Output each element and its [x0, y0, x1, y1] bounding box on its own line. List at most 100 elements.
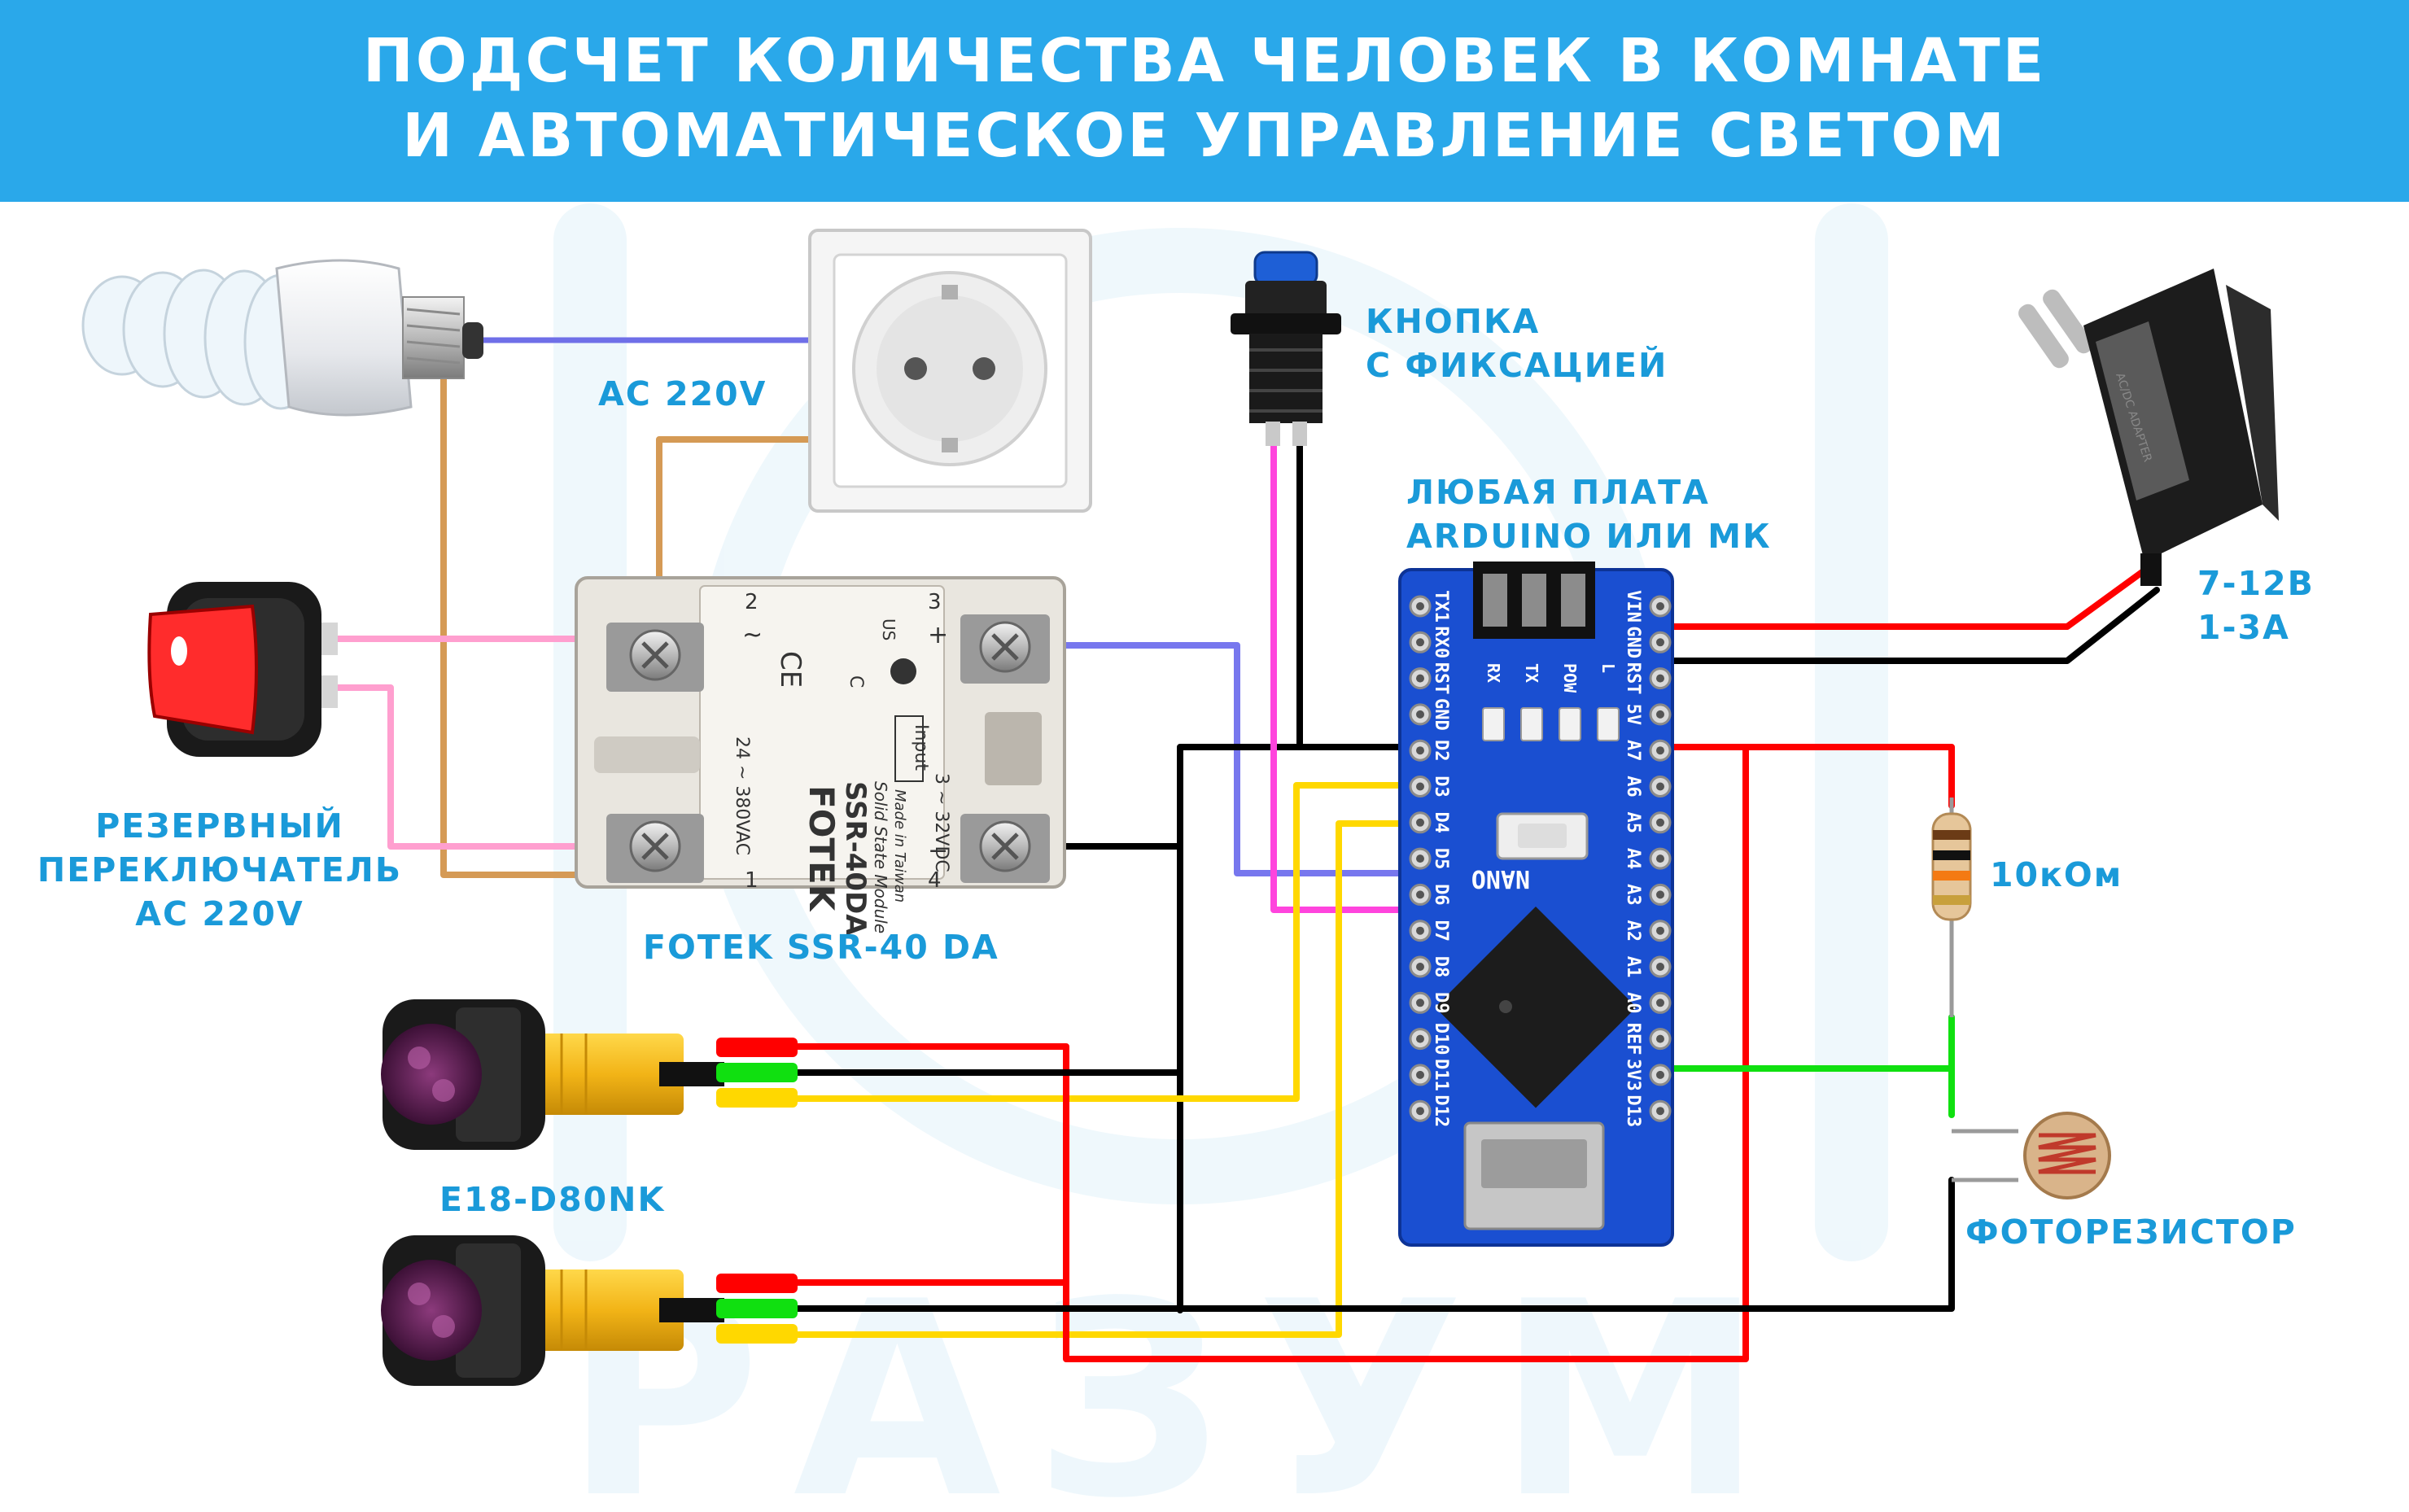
right-pin-hole-5v: [1656, 710, 1664, 719]
page-title-line-1: ПОДСЧЕТ КОЛИЧЕСТВА ЧЕЛОВЕК В КОМНАТЕ: [362, 26, 2047, 96]
relay-tilde-label: ~: [742, 621, 763, 649]
wire-button-d5: [1270, 436, 1423, 913]
left-pin-hole-rst: [1416, 674, 1424, 683]
wire-relay-d4: [1014, 642, 1423, 876]
label-power-line1: 7-12В: [2197, 564, 2315, 603]
right-pin-hole-rst: [1656, 674, 1664, 683]
left-pin-hole-d4: [1416, 818, 1424, 827]
label-switch: РЕЗЕРВНЫЙ ПЕРЕКЛЮЧАТЕЛЬ AC 220V: [16, 804, 423, 936]
left-pin-hole-d7: [1416, 926, 1424, 935]
relay-led: [890, 658, 916, 684]
photoresistor-part: [1952, 1112, 2111, 1200]
relay-origin: Made in Taiwan: [891, 789, 908, 902]
label-board: ЛЮБАЯ ПЛАТА ARDUINO ИЛИ МК: [1406, 470, 1772, 558]
wire-sensor1-d2: [790, 782, 1423, 1102]
label-button-line2: С ФИКСАЦИЕЙ: [1366, 346, 1668, 385]
right-pin-hole-a0: [1656, 999, 1664, 1007]
left-pin-hole-d9: [1416, 999, 1424, 1007]
wire-switch-relay-pink-2: [322, 684, 642, 850]
left-pin-label-d12: D12: [1431, 1095, 1451, 1127]
right-pin-label-5v: 5V: [1623, 704, 1643, 726]
relay-terminal-3: [960, 614, 1050, 684]
resistor-10k: [1931, 798, 1972, 1017]
board-led-rx: [1482, 707, 1505, 741]
relay-terminal-4: [960, 814, 1050, 883]
label-board-line1: ЛЮБАЯ ПЛАТА: [1406, 473, 1710, 512]
left-pin-hole-tx1: [1416, 602, 1424, 610]
left-pin-hole-d2: [1416, 746, 1424, 755]
board-chip-label: NANO: [1471, 864, 1530, 893]
label-photoresistor: ФОТОРЕЗИСТОР: [1965, 1213, 2297, 1252]
right-pin-label-a3: A3: [1623, 884, 1643, 906]
wall-socket: [808, 229, 1092, 513]
relay-subtitle: Solid State Module: [871, 781, 890, 933]
socket-hole-left: [904, 357, 927, 380]
board-led-tx: [1520, 707, 1543, 741]
left-pin-hole-d10: [1416, 1034, 1424, 1043]
left-pin-hole-d8: [1416, 963, 1424, 971]
relay-us-mark: US: [879, 618, 898, 640]
label-ac220: AC 220V: [598, 374, 767, 413]
left-pin-hole-gnd: [1416, 710, 1424, 719]
board-led-pow: [1559, 707, 1581, 741]
right-pin-label-a6: A6: [1623, 776, 1643, 798]
power-adapter: AC/DC ADAPTER: [2018, 269, 2279, 586]
right-pin-label-a0: A0: [1623, 992, 1643, 1014]
right-pin-label-a4: A4: [1623, 848, 1643, 870]
wire-sensor2-gnd: [790, 1177, 1955, 1312]
wire-sensor1-vcc: [790, 744, 1749, 1362]
right-pin-hole-a2: [1656, 926, 1664, 935]
label-board-line2: ARDUINO ИЛИ МК: [1406, 517, 1772, 556]
right-pin-hole-a1: [1656, 963, 1664, 971]
relay-ac-range: 24 ~ 380VAC: [732, 736, 752, 855]
right-pin-hole-a6: [1656, 782, 1664, 791]
relay-model: SSR-40DA: [839, 781, 872, 936]
left-pin-hole-d3: [1416, 782, 1424, 791]
latching-button: [1231, 251, 1341, 446]
lamp-ballast: [275, 259, 413, 417]
board-led-label-l: L: [1598, 663, 1618, 673]
right-pin-hole-a5: [1656, 818, 1664, 827]
label-switch-line3: AC 220V: [135, 894, 304, 933]
ir-sensor-2: [381, 1235, 798, 1386]
label-button: КНОПКА С ФИКСАЦИЕЙ: [1366, 299, 1668, 387]
socket-hole-right: [973, 357, 995, 380]
left-pin-label-d3: D3: [1431, 776, 1451, 798]
left-pin-label-d2: D2: [1431, 740, 1451, 762]
right-pin-hole-gnd: [1656, 638, 1664, 647]
left-pin-label-d6: D6: [1431, 884, 1451, 906]
left-pin-hole-d6: [1416, 890, 1424, 899]
relay-t1-label: 1: [745, 868, 759, 893]
left-pin-label-tx1: TX1: [1431, 590, 1451, 623]
right-pin-label-d13: D13: [1623, 1095, 1643, 1127]
relay-terminal-2: [606, 623, 704, 692]
page-title-line-2: И АВТОМАТИЧЕСКОЕ УПРАВЛЕНИЕ СВЕТОМ: [402, 101, 2007, 171]
right-pin-label-a5: A5: [1623, 812, 1643, 834]
label-switch-line1: РЕЗЕРВНЫЙ: [95, 806, 344, 846]
left-pin-label-rst: RST: [1431, 662, 1451, 695]
right-pin-label-a7: A7: [1623, 740, 1643, 762]
cfl-lamp: [81, 259, 483, 417]
right-pin-label-a2: A2: [1623, 920, 1643, 942]
board-led-label-pow: POW: [1560, 663, 1580, 693]
left-pin-label-gnd: GND: [1431, 698, 1451, 731]
left-pin-label-d4: D4: [1431, 812, 1451, 834]
ir-sensor-1: [381, 999, 798, 1150]
right-pin-label-rst: RST: [1623, 662, 1643, 695]
left-pin-label-d8: D8: [1431, 956, 1451, 978]
board-led-label-tx: TX: [1522, 663, 1541, 683]
left-pin-label-d11: D11: [1431, 1059, 1451, 1091]
icsp-header: [1473, 562, 1595, 639]
relay-t4-label: 4: [928, 868, 942, 893]
wire-power-vin: [1661, 558, 2160, 630]
right-pin-label-3v3: 3V3: [1623, 1059, 1643, 1091]
label-power: 7-12В 1-3А: [2197, 562, 2315, 649]
label-resistor: 10кОм: [1990, 855, 2123, 894]
wire-socket-relay-orange: [656, 436, 813, 642]
label-power-line2: 1-3А: [2197, 608, 2290, 647]
right-pin-hole-a7: [1656, 746, 1664, 755]
